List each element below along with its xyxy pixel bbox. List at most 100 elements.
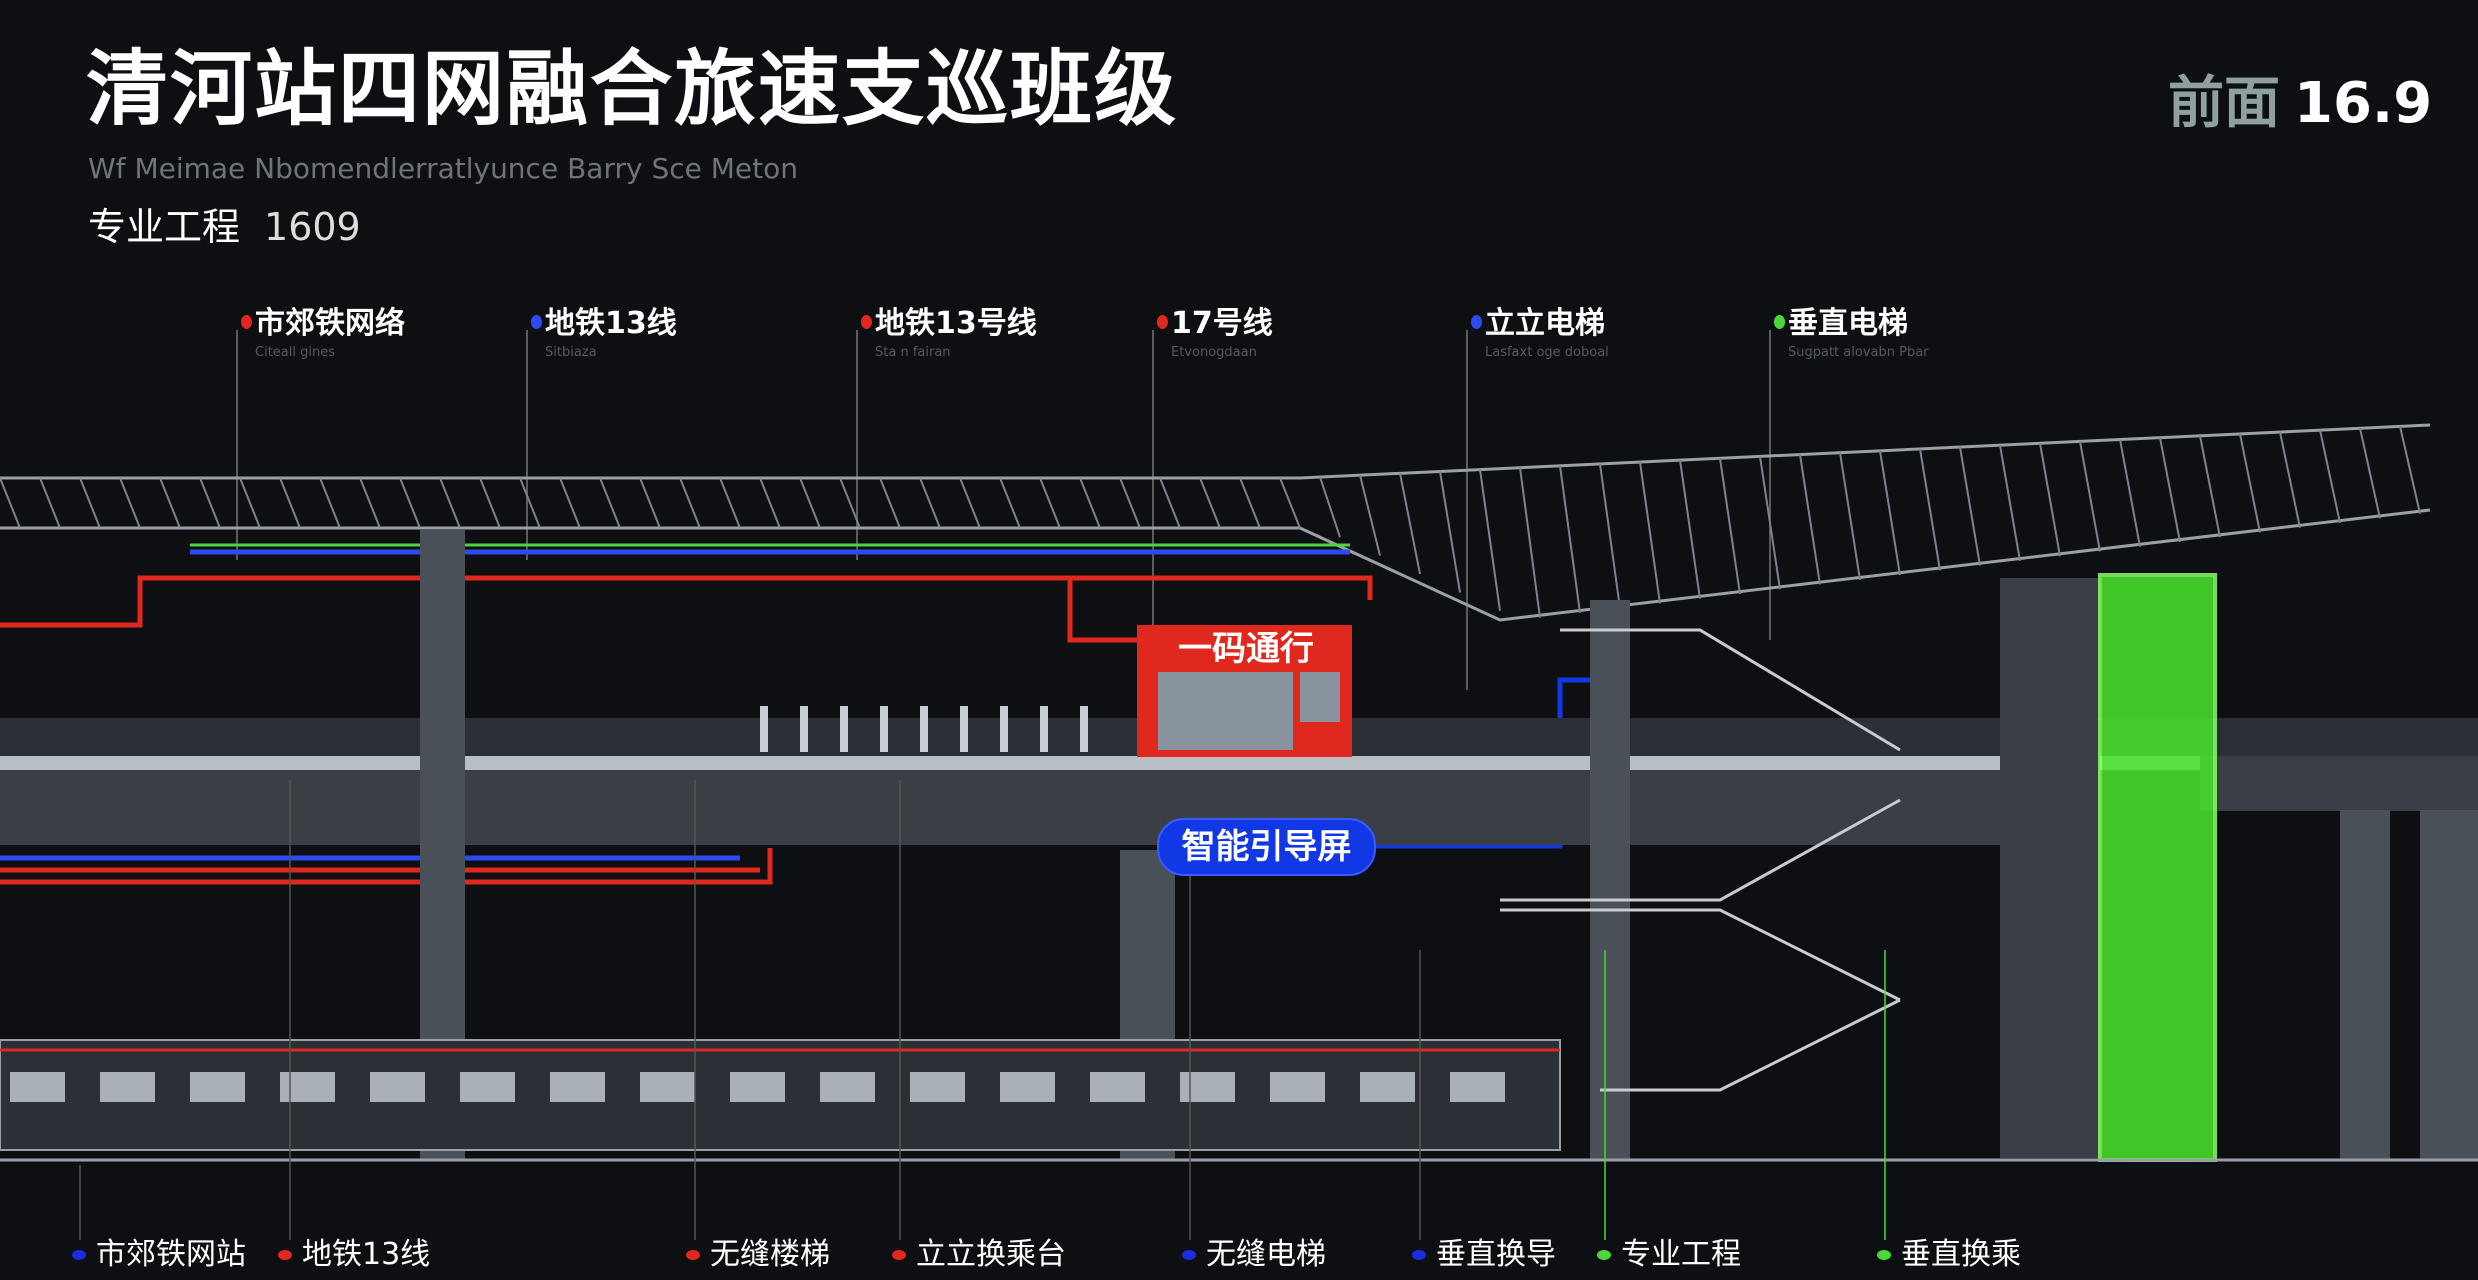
- legend-dot-icon: [72, 1250, 86, 1260]
- truss-member: [1039, 477, 1061, 529]
- train-window: [1180, 1072, 1235, 1102]
- truss-member: [1759, 456, 1781, 590]
- legend-item: 无缝电梯: [1182, 1236, 1326, 1274]
- elevator-shaft: [2000, 578, 2100, 1158]
- legend-item: 市郊铁网站: [72, 1236, 246, 1274]
- train-window: [820, 1072, 875, 1102]
- truss-member: [2359, 428, 2381, 519]
- truss-member: [319, 477, 341, 529]
- callout-label: 市郊铁网络: [255, 306, 405, 341]
- truss-member: [2199, 435, 2221, 538]
- callout-sub: Sta n fairan: [875, 345, 951, 360]
- truss-member: [2079, 441, 2101, 552]
- legend-item: 垂直换乘: [1877, 1236, 2021, 1274]
- pipes: [0, 543, 1600, 885]
- callout-sub: Sugpatt alovabn Pbar: [1788, 345, 1929, 360]
- concourse-floor: [0, 756, 2478, 770]
- legend-dot-icon: [278, 1250, 292, 1260]
- legend-dot-icon: [686, 1250, 700, 1260]
- train-windows: [10, 1072, 1505, 1102]
- train-window: [1270, 1072, 1325, 1102]
- truss-member: [1199, 477, 1221, 529]
- callout-leaders: [236, 330, 1771, 690]
- callout-label: 地铁13号线: [875, 306, 1037, 341]
- truss-member: [359, 477, 381, 529]
- truss-member: [1519, 467, 1541, 618]
- concourse-slab: [0, 770, 2000, 845]
- callout-label: 立立电梯: [1485, 306, 1605, 341]
- meta-label: 专业工程: [88, 205, 241, 249]
- train-window: [10, 1072, 65, 1102]
- kiosk-label: 一码通行: [1178, 629, 1314, 669]
- truss-member: [2159, 437, 2181, 543]
- truss-member: [1679, 460, 1701, 599]
- truss-member: [1999, 444, 2021, 562]
- train-window: [280, 1072, 335, 1102]
- truss-member: [39, 477, 61, 529]
- truss-member: [1439, 471, 1461, 593]
- corner-value: 16.9: [2294, 71, 2433, 136]
- callout-sub: Etvonogdaan: [1171, 345, 1257, 360]
- truss-member: [439, 477, 461, 529]
- truss-member: [599, 477, 621, 529]
- callout-label: 垂直电梯: [1788, 306, 1908, 341]
- truss-member: [719, 477, 741, 529]
- truss-member: [759, 477, 781, 529]
- guide-screen-label: 智能引导屏: [1157, 818, 1376, 876]
- legend-label: 地铁13线: [302, 1237, 431, 1272]
- fare-gates: [760, 706, 1088, 752]
- legend-dot-icon: [1182, 1250, 1196, 1260]
- callout-label: 地铁13线: [545, 306, 677, 341]
- legend-dot-icon: [1412, 1250, 1426, 1260]
- truss-diagonals: [0, 426, 2421, 618]
- truss-member: [1239, 477, 1261, 529]
- truss-member: [1599, 463, 1621, 609]
- truss-member: [1359, 474, 1381, 556]
- train-window: [640, 1072, 695, 1102]
- truss-member: [79, 477, 101, 529]
- train-window: [1360, 1072, 1415, 1102]
- truss-member: [2279, 431, 2301, 528]
- truss-member: [1159, 477, 1181, 529]
- legend-dot-icon: [1597, 1250, 1611, 1260]
- callout-dot-icon: [241, 315, 252, 329]
- truss-member: [1279, 477, 1301, 529]
- meta-value: 1609: [264, 205, 361, 249]
- callout-2: 地铁13号线 Sta n fairan: [861, 305, 1037, 361]
- truss-member: [959, 477, 981, 529]
- callout-5: 垂直电梯 Sugpatt alovabn Pbar: [1774, 305, 1929, 361]
- train-window: [730, 1072, 785, 1102]
- train-window: [550, 1072, 605, 1102]
- legend-label: 垂直换乘: [1901, 1237, 2021, 1272]
- legend-label: 无缝楼梯: [710, 1237, 830, 1272]
- legend-item: 地铁13线: [278, 1236, 430, 1274]
- legend-label: 垂直换导: [1436, 1237, 1556, 1272]
- truss-member: [639, 477, 661, 529]
- truss-member: [679, 477, 701, 529]
- callout-sub: Lasfaxt oge doboal: [1485, 345, 1609, 360]
- truss-member: [2319, 429, 2341, 524]
- legend-item: 专业工程: [1597, 1236, 1741, 1274]
- legend-item: 无缝楼梯: [686, 1236, 830, 1274]
- truss-member: [839, 477, 861, 529]
- train: [0, 1039, 1561, 1151]
- callout-sub: Citeall gines: [255, 345, 335, 360]
- legend-dot-icon: [1877, 1250, 1891, 1260]
- truss-member: [0, 477, 21, 529]
- truss-member: [519, 477, 541, 529]
- page-title: 清河站四网融合旅速支巡班级: [86, 42, 1179, 137]
- roof-truss: [0, 423, 2431, 622]
- truss-member: [2039, 443, 2061, 557]
- truss-member: [1319, 476, 1341, 538]
- truss-member: [1119, 477, 1141, 529]
- train-window: [1000, 1072, 1055, 1102]
- truss-member: [1959, 446, 1981, 566]
- train-window: [910, 1072, 965, 1102]
- truss-member: [119, 477, 141, 529]
- truss-member: [1839, 452, 1861, 580]
- callout-sub: Sitbiaza: [545, 345, 597, 360]
- callout-dot-icon: [1774, 315, 1785, 329]
- legend-label: 专业工程: [1621, 1237, 1741, 1272]
